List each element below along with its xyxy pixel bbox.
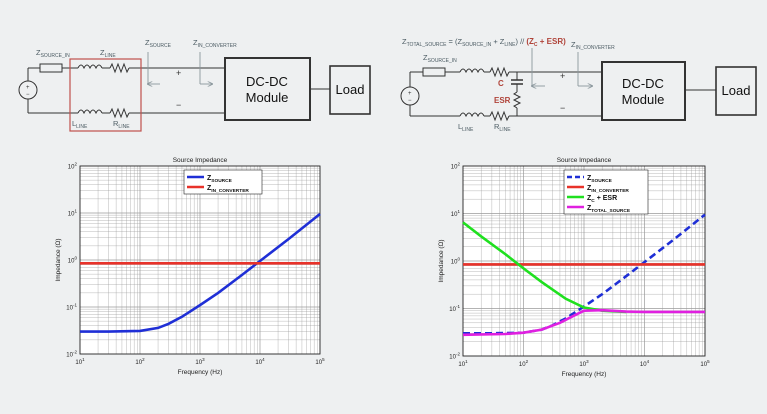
left-circuit <box>18 57 371 121</box>
x-tick-label: 105 <box>700 359 710 368</box>
plus-label: + <box>176 68 181 78</box>
module-label-1: DC-DC <box>246 74 288 89</box>
r-line-label: RLINE <box>494 122 511 133</box>
legend-entry: ZTOTAL_SOURCE <box>587 205 631 214</box>
minus-label: − <box>176 100 181 110</box>
line-resistor-top-icon <box>109 62 130 74</box>
y-tick-label: 10-1 <box>66 303 77 312</box>
module-box <box>601 61 686 121</box>
line-resistor-top-icon <box>489 66 510 78</box>
z-source-label: ZSOURCE <box>145 38 172 49</box>
grid <box>80 166 320 354</box>
line-resistor-bottom-icon <box>489 110 510 122</box>
source-plus-label: + <box>408 91 412 97</box>
series-line <box>80 212 321 333</box>
y-tick-label: 102 <box>68 162 78 171</box>
x-tick-label: 104 <box>640 359 650 368</box>
esr-label: ESR <box>494 96 511 105</box>
source-plus-label: + <box>26 85 30 91</box>
cap-label: C <box>498 79 504 88</box>
y-axis-label: Impedance (Ω) <box>55 238 62 281</box>
legend-entry: ZIN_CONVERTER <box>587 185 629 194</box>
x-tick-label: 102 <box>519 359 529 368</box>
plot-frame <box>79 165 321 355</box>
chart-title: Source Impedance <box>173 157 228 164</box>
left-impedance-chart: 101 102 103 104 105 10-2 10-1 100 101 102 Source I… <box>55 157 325 376</box>
r-line-label: RLINE <box>113 119 130 130</box>
x-tick-label: 103 <box>579 359 589 368</box>
line-inductor-top-icon <box>77 64 103 70</box>
load-box <box>715 66 757 116</box>
load-box <box>329 65 371 115</box>
y-tick-label: 10-1 <box>449 304 460 313</box>
load-label: Load <box>336 82 365 97</box>
right-impedance-chart: 101 102 103 104 105 10-2 10-1 100 101 102 Source I… <box>438 157 710 378</box>
x-axis-label: Frequency (Hz) <box>178 369 223 376</box>
plus-label: + <box>560 71 565 81</box>
minus-label: − <box>560 103 565 113</box>
total-source-equation: ZTOTAL_SOURCE = (ZSOURCE_IN + ZLINE) // … <box>402 37 566 48</box>
z-source-in-label: ZSOURCE_IN <box>423 53 457 64</box>
z-source-in-label: ZSOURCE_IN <box>36 48 70 59</box>
line-inductor-top-icon <box>459 68 485 74</box>
z-line-label: ZLINE <box>100 48 116 59</box>
y-axis-label: Impedance (Ω) <box>438 239 445 282</box>
line-highlight-box <box>69 58 142 132</box>
right-circuit <box>400 61 757 122</box>
z-in-converter-label: ZIN_CONVERTER <box>193 38 237 49</box>
esr-resistor-icon <box>512 91 522 109</box>
y-tick-label: 101 <box>68 209 78 218</box>
series-line <box>462 308 705 337</box>
y-tick-label: 101 <box>451 209 461 218</box>
source-in-resistor-icon <box>39 63 63 73</box>
x-axis-label: Frequency (Hz) <box>562 371 607 378</box>
legend-entry: ZIN_CONVERTER <box>207 185 249 194</box>
line-inductor-bottom-icon <box>77 109 103 115</box>
load-label: Load <box>722 83 751 98</box>
module-label-1: DC-DC <box>622 76 664 91</box>
legend-entry: ZSOURCE <box>587 175 613 184</box>
source-minus-label: − <box>408 98 412 104</box>
x-tick-label: 104 <box>255 357 265 366</box>
legend-entry: ZSOURCE <box>207 175 233 184</box>
x-tick-label: 103 <box>195 357 205 366</box>
z-in-converter-label: ZIN_CONVERTER <box>571 40 615 51</box>
x-tick-label: 102 <box>135 357 145 366</box>
y-tick-label: 100 <box>68 256 78 265</box>
x-tick-label: 105 <box>315 357 325 366</box>
legend-box <box>183 169 263 195</box>
y-tick-label: 102 <box>451 162 461 171</box>
l-line-label: LLINE <box>72 119 88 130</box>
line-resistor-bottom-icon <box>109 107 130 119</box>
module-box <box>224 57 311 121</box>
l-line-label: LLINE <box>458 122 474 133</box>
chart-title: Source Impedance <box>557 157 612 164</box>
module-label-2: Module <box>246 90 289 105</box>
plot-frame <box>462 165 706 357</box>
legend-entry: ZC + ESR <box>587 195 617 204</box>
source-in-resistor-icon <box>422 67 446 77</box>
y-tick-label: 10-2 <box>449 352 460 361</box>
module-label-2: Module <box>622 92 665 107</box>
source-minus-label: − <box>26 92 30 98</box>
y-tick-label: 100 <box>451 257 461 266</box>
x-tick-label: 101 <box>75 357 85 366</box>
x-tick-label: 101 <box>458 359 468 368</box>
y-tick-label: 10-2 <box>66 350 77 359</box>
line-inductor-bottom-icon <box>459 112 485 118</box>
